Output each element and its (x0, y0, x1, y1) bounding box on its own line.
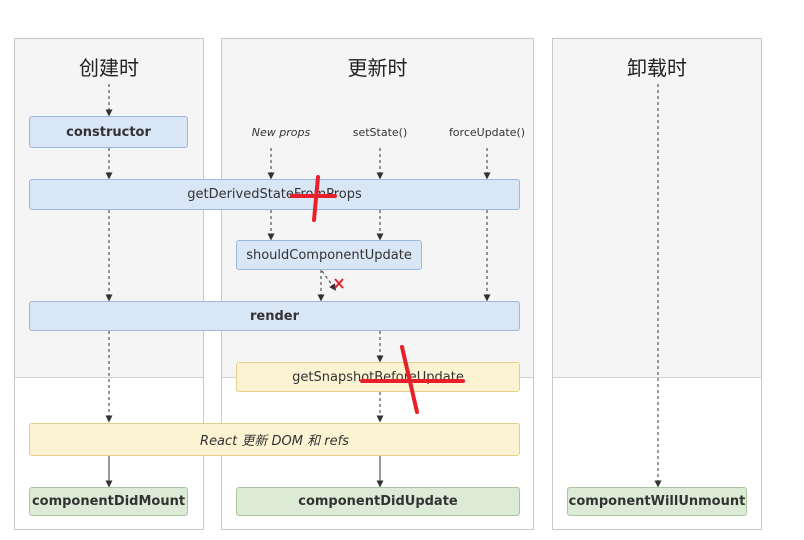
phase-divider (15, 377, 203, 378)
trigger-new-props: New props (251, 126, 311, 139)
stop-x-icon (334, 278, 344, 289)
phase-divider (553, 377, 761, 378)
react-updates-dom-box: React 更新 DOM 和 refs (29, 423, 520, 456)
component-did-mount-box: componentDidMount (29, 487, 188, 516)
component-will-unmount-box: componentWillUnmount (567, 487, 747, 516)
plus-mark-icon (290, 175, 337, 222)
constructor-box: constructor (29, 116, 188, 148)
unmount-title: 卸载时 (627, 56, 687, 80)
component-did-update-box: componentDidUpdate (236, 487, 520, 516)
trigger-force-update: forceUpdate() (448, 126, 526, 139)
update-title: 更新时 (347, 56, 408, 80)
plus-mark-icon (360, 345, 465, 414)
mount-title: 创建时 (79, 56, 139, 80)
should-component-update-box: shouldComponentUpdate (236, 240, 422, 270)
render-box: render (29, 301, 520, 331)
trigger-set-state: setState() (352, 126, 408, 139)
